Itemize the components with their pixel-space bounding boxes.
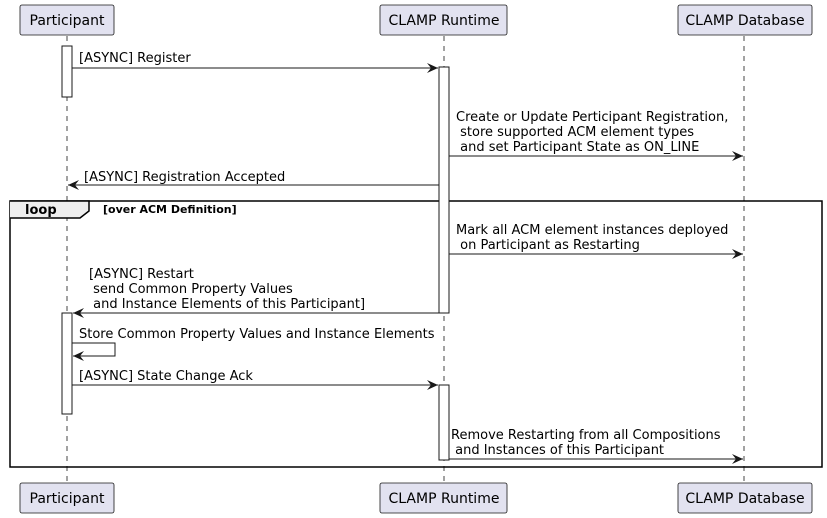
participant-label: Participant bbox=[30, 491, 105, 507]
participant-label: CLAMP Runtime bbox=[389, 13, 500, 29]
loop-condition: [over ACM Definition] bbox=[103, 203, 237, 216]
message-label: store supported ACM element types bbox=[456, 125, 694, 140]
message-store-values: Store Common Property Values and Instanc… bbox=[72, 327, 435, 361]
participant-label: CLAMP Database bbox=[685, 491, 804, 507]
message-label: send Common Property Values bbox=[89, 282, 293, 297]
message-label: Mark all ACM element instances deployed bbox=[456, 223, 728, 238]
participant-box-bottom-database: CLAMP Database bbox=[677, 482, 813, 514]
message-label: and set Participant State as ON_LINE bbox=[456, 140, 699, 155]
participant-label: CLAMP Database bbox=[685, 13, 804, 29]
message-mark-restarting: Mark all ACM element instances deployed … bbox=[449, 223, 743, 259]
message-restart: [ASYNC] Restart send Common Property Val… bbox=[73, 267, 439, 318]
participant-box-top-participant: Participant bbox=[19, 4, 115, 36]
activation-runtime-2 bbox=[438, 384, 450, 461]
loop-frame: loop [over ACM Definition] bbox=[9, 200, 823, 468]
message-register: [ASYNC] Register bbox=[72, 51, 438, 73]
message-label: [ASYNC] Register bbox=[79, 51, 191, 66]
message-label: Store Common Property Values and Instanc… bbox=[79, 327, 435, 342]
loop-keyword: loop bbox=[25, 203, 57, 218]
participant-label: CLAMP Runtime bbox=[389, 491, 500, 507]
message-registration-accepted: [ASYNC] Registration Accepted bbox=[68, 170, 439, 190]
participant-box-top-runtime: CLAMP Runtime bbox=[379, 4, 508, 36]
participant-box-bottom-participant: Participant bbox=[19, 482, 115, 514]
participant-box-bottom-runtime: CLAMP Runtime bbox=[379, 482, 508, 514]
message-remove-restarting: Remove Restarting from all Compositions … bbox=[449, 428, 743, 464]
activation-runtime-1 bbox=[438, 66, 450, 314]
message-label: and Instance Elements of this Participan… bbox=[89, 297, 365, 312]
message-label: and Instances of this Participant bbox=[451, 443, 664, 458]
participant-box-top-database: CLAMP Database bbox=[677, 4, 813, 36]
message-label: Remove Restarting from all Compositions bbox=[451, 428, 721, 443]
message-state-change-ack: [ASYNC] State Change Ack bbox=[72, 369, 438, 390]
message-label: [ASYNC] State Change Ack bbox=[79, 369, 253, 384]
activation-participant-2 bbox=[61, 312, 73, 415]
message-label: Create or Update Perticipant Registratio… bbox=[456, 110, 728, 125]
message-label: [ASYNC] Registration Accepted bbox=[84, 170, 285, 185]
participant-label: Participant bbox=[30, 13, 105, 29]
activation-participant-1 bbox=[61, 45, 73, 98]
message-create-registration: Create or Update Perticipant Registratio… bbox=[449, 110, 743, 161]
message-label: on Participant as Restarting bbox=[456, 238, 640, 253]
message-label: [ASYNC] Restart bbox=[89, 267, 194, 282]
